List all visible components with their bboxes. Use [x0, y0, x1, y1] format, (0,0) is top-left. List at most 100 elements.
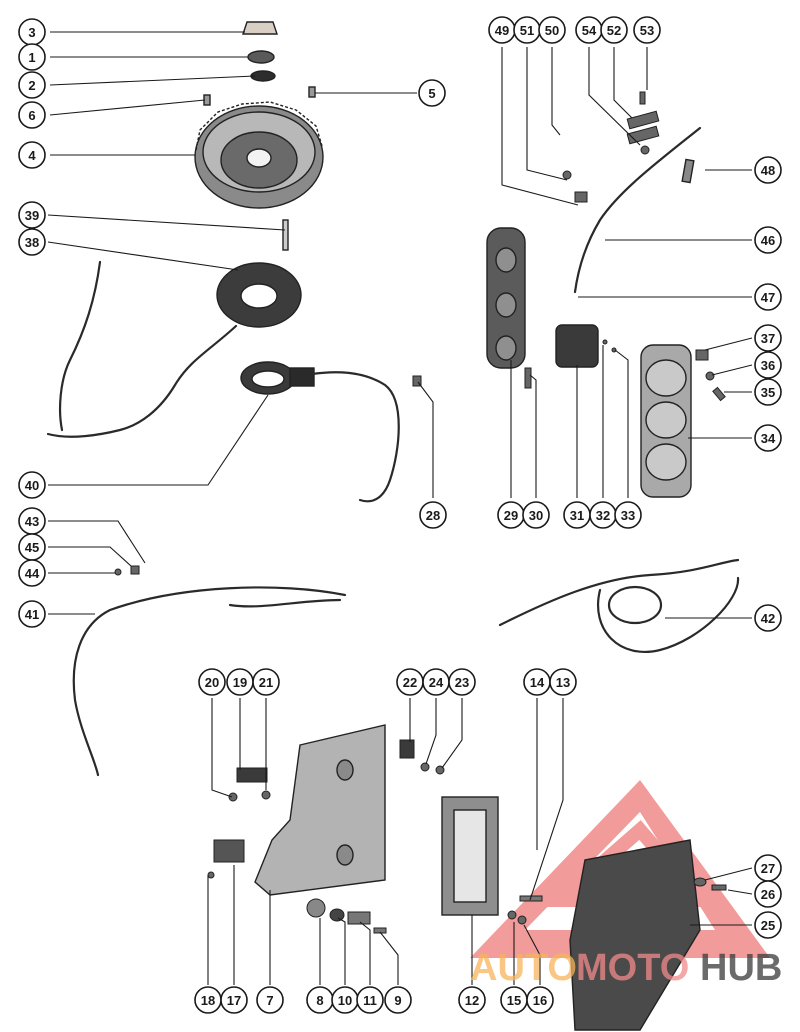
callout-12: 12	[458, 986, 486, 1014]
callout-label: 51	[520, 23, 534, 38]
ignition-coil-part	[486, 227, 526, 369]
mounting-plate-part	[254, 724, 386, 896]
callout-label: 19	[233, 675, 247, 690]
callout-label: 18	[201, 993, 215, 1008]
high-tension-lead-wire	[573, 126, 702, 294]
callout-label: 2	[28, 78, 35, 93]
callout-circle	[18, 71, 46, 99]
callout-6: 6	[18, 101, 46, 129]
callout-circle	[419, 501, 447, 529]
callout-label: 30	[529, 508, 543, 523]
callout-circle	[356, 986, 384, 1014]
callout-label: 50	[545, 23, 559, 38]
callout-circle	[18, 559, 46, 587]
callout-13: 13	[549, 668, 577, 696]
callout-10: 10	[331, 986, 359, 1014]
callout-7: 7	[256, 986, 284, 1014]
callout-label: 10	[338, 993, 352, 1008]
spark-plug-part	[681, 158, 695, 184]
callout-19: 19	[226, 668, 254, 696]
callout-circle	[18, 600, 46, 628]
callout-label: 21	[259, 675, 273, 690]
callout-circle	[633, 16, 661, 44]
flywheel-part	[194, 101, 324, 209]
callout-47: 47	[754, 283, 782, 311]
callout-label: 44	[25, 566, 40, 581]
callout-circle	[18, 43, 46, 71]
harness-42-wire	[498, 558, 740, 627]
callout-circle	[522, 501, 550, 529]
callout-label: 40	[25, 478, 39, 493]
watermark-hub: HUB	[700, 947, 782, 989]
callout-label: 22	[403, 675, 417, 690]
callout-label: 36	[761, 358, 775, 373]
callout-label: 4	[28, 148, 36, 163]
callout-label: 39	[25, 208, 39, 223]
callout-label: 1	[28, 50, 35, 65]
callout-circle	[754, 226, 782, 254]
callout-37: 37	[754, 324, 782, 352]
callout-24: 24	[422, 668, 450, 696]
callout-label: 41	[25, 607, 39, 622]
callout-label: 17	[227, 993, 241, 1008]
callout-54: 54	[575, 16, 603, 44]
callout-circle	[448, 668, 476, 696]
callout-14: 14	[523, 668, 551, 696]
callout-label: 27	[761, 861, 775, 876]
leader-lines	[47, 31, 753, 985]
callout-circle	[754, 880, 782, 908]
callout-5: 5	[418, 79, 446, 107]
callout-50: 50	[538, 16, 566, 44]
callout-11: 11	[356, 986, 384, 1014]
callout-15: 15	[500, 986, 528, 1014]
callout-51: 51	[513, 16, 541, 44]
callout-circle	[18, 201, 46, 229]
coil-housing-part	[640, 344, 692, 498]
stator-part	[216, 262, 302, 328]
callout-21: 21	[252, 668, 280, 696]
callout-43: 43	[18, 507, 46, 535]
callout-16: 16	[526, 986, 554, 1014]
callout-45: 45	[18, 533, 46, 561]
callout-9: 9	[384, 986, 412, 1014]
callout-circle	[538, 16, 566, 44]
harness-42-loop	[607, 585, 663, 625]
callout-label: 13	[556, 675, 570, 690]
callout-circle	[458, 986, 486, 1014]
watermark-moto: MOTO	[576, 947, 689, 989]
callout-label: 11	[363, 993, 377, 1008]
callout-label: 26	[761, 887, 775, 902]
callout-label: 42	[761, 611, 775, 626]
callout-29: 29	[497, 501, 525, 529]
callout-circle	[18, 141, 46, 169]
callout-label: 32	[596, 508, 610, 523]
switch-box-part	[555, 324, 599, 368]
callout-49: 49	[488, 16, 516, 44]
callout-circle	[526, 986, 554, 1014]
callout-41: 41	[18, 600, 46, 628]
callout-label: 33	[621, 508, 635, 523]
callout-3: 3	[18, 18, 46, 46]
callout-1: 1	[18, 43, 46, 71]
callout-label: 37	[761, 331, 775, 346]
callout-28: 28	[419, 501, 447, 529]
callout-circle	[256, 986, 284, 1014]
callout-circle	[549, 668, 577, 696]
callout-label: 53	[640, 23, 654, 38]
stator-wire	[46, 324, 238, 438]
callout-label: 3	[28, 25, 35, 40]
callout-44: 44	[18, 559, 46, 587]
callout-label: 34	[761, 431, 776, 446]
callout-label: 29	[504, 508, 518, 523]
trigger-wire	[310, 371, 400, 503]
callout-circle	[754, 378, 782, 406]
callout-label: 5	[428, 86, 435, 101]
callout-label: 45	[25, 540, 39, 555]
stator-lead-wire	[58, 260, 102, 432]
callout-30: 30	[522, 501, 550, 529]
callout-circle	[754, 604, 782, 632]
callout-32: 32	[589, 501, 617, 529]
callout-4: 4	[18, 141, 46, 169]
watermark-text: AUTO MOTO HUB	[470, 947, 782, 989]
